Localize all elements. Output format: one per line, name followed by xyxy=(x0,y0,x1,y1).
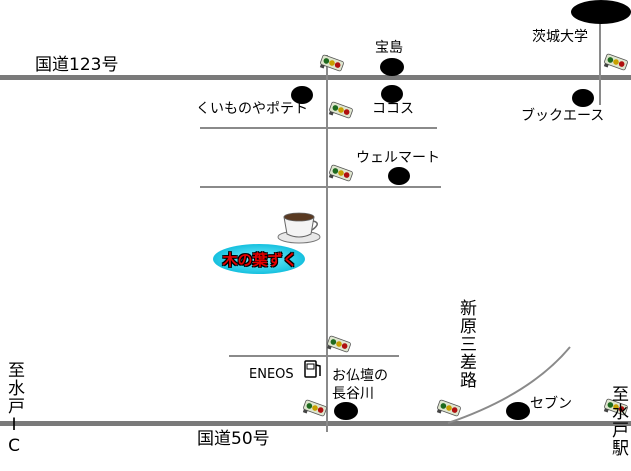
butsudan-marker xyxy=(334,402,358,420)
seven-marker xyxy=(506,402,530,420)
shinhara-junction-label: 新原三差路 xyxy=(456,299,476,389)
kuimonoya-label: くいものやポテト xyxy=(196,101,308,117)
ibaraki-university-marker xyxy=(571,0,631,24)
eneos-label: ENEOS xyxy=(249,367,294,382)
takarajima-label: 宝島 xyxy=(375,40,403,56)
cocos-label: ココス xyxy=(372,101,414,117)
traffic-signal-icon xyxy=(435,399,462,420)
welmart-marker xyxy=(388,167,410,185)
to-mito-ic-label: 至水戸IC xyxy=(4,361,24,457)
traffic-signal-icon xyxy=(327,101,354,122)
traffic-signal-icon xyxy=(327,164,354,185)
cocos-marker xyxy=(381,85,403,103)
traffic-signal-icon xyxy=(602,53,629,74)
butsudan-label-line1: お仏壇の xyxy=(332,368,388,384)
kuimonoya-marker xyxy=(291,86,313,104)
route-50-road xyxy=(0,421,631,426)
coffee-cup-icon xyxy=(277,212,321,244)
traffic-signal-icon xyxy=(325,335,352,356)
traffic-signal-icon xyxy=(318,54,345,75)
to-mito-station-label: 至水戸駅 xyxy=(608,385,628,457)
book-ace-marker xyxy=(572,89,594,107)
shop-badge xyxy=(213,244,305,274)
traffic-signal-icon xyxy=(301,399,328,420)
route-50-label: 国道50号 xyxy=(197,429,270,449)
seven-label: セブン xyxy=(530,396,572,412)
shinhara-road xyxy=(447,346,571,424)
welmart-label: ウェルマート xyxy=(356,150,440,166)
takarajima-marker xyxy=(380,58,404,76)
shop-name: 木の葉ずく xyxy=(222,250,298,269)
route-123-label: 国道123号 xyxy=(35,55,119,75)
butsudan-label-line2: 長谷川 xyxy=(332,386,374,402)
book-ace-label: ブックエース xyxy=(521,108,605,124)
fuel-pump-icon xyxy=(304,360,321,378)
ibaraki-university-label: 茨城大学 xyxy=(532,29,588,45)
route-123-road xyxy=(0,75,631,80)
